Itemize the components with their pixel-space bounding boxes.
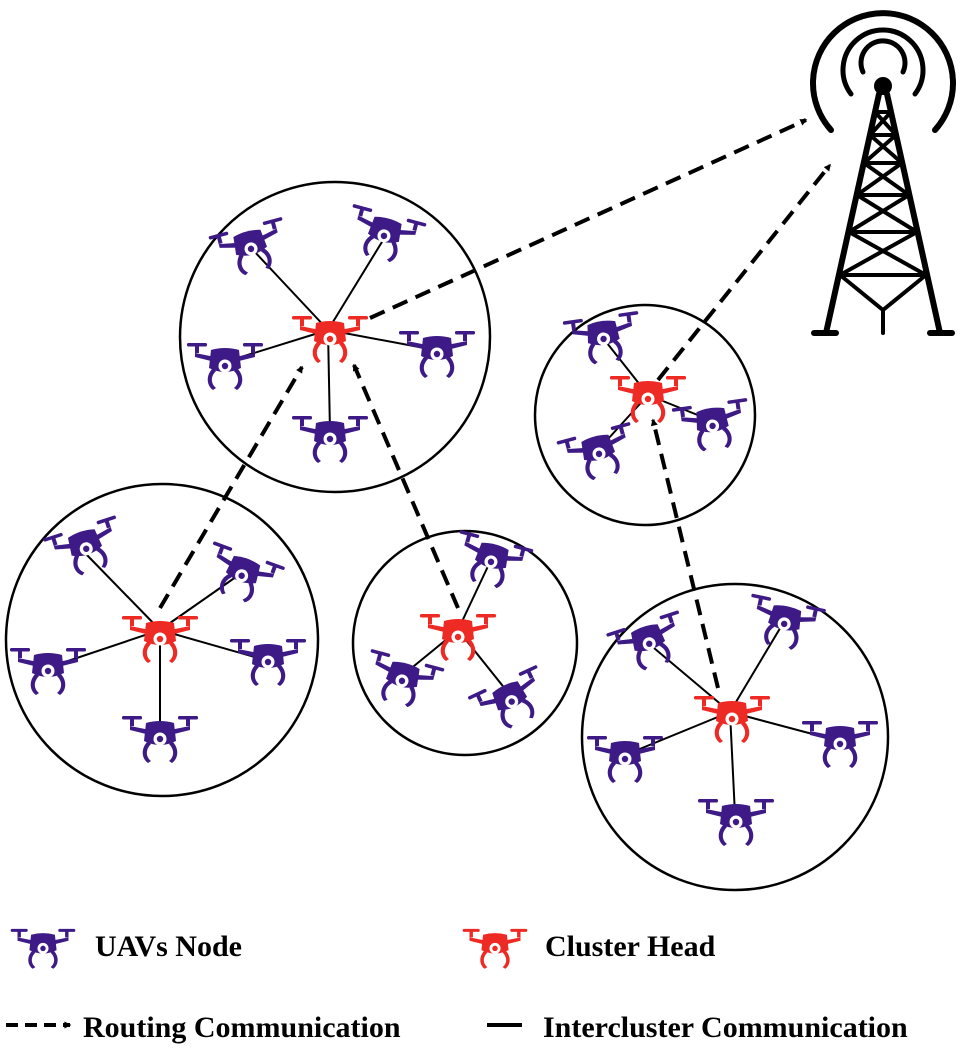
uav-node-icon <box>671 397 754 456</box>
uav-node-icon <box>230 639 306 686</box>
uav-node-icon <box>187 343 263 390</box>
uav-node-icon <box>122 716 198 763</box>
cell-tower-icon <box>810 10 956 336</box>
cluster-circle-top <box>178 180 492 494</box>
uav-node-legend-icon <box>10 928 76 969</box>
uav-node-icon <box>10 648 86 695</box>
uav-node-icon <box>208 216 294 282</box>
uav-node-icon <box>742 593 827 656</box>
legend-routing-label: Routing Communication <box>83 1011 401 1044</box>
uav-node-icon <box>341 203 427 269</box>
uav-node-icon <box>587 736 663 783</box>
cluster-circle-right-top <box>533 303 757 527</box>
uav-node-icon <box>802 721 878 768</box>
cluster-head-icon <box>292 316 368 363</box>
legend: UAVs Node Cluster Head Routing Communica… <box>6 928 908 1044</box>
cluster-circle-bottom-middle <box>351 529 579 757</box>
uav-node-icon <box>399 331 475 378</box>
cluster-circle-bottom-left <box>4 482 320 798</box>
uav-node-icon <box>698 799 774 846</box>
uav-node-icon <box>467 664 557 740</box>
legend-intercluster-label: Intercluster Communication <box>543 1011 908 1044</box>
uav-node-icon <box>556 421 642 487</box>
uav-node-icon <box>562 310 645 369</box>
cluster-circle-bottom-right <box>580 582 890 892</box>
uav-node-icon <box>197 541 286 612</box>
legend-uav-node-label: UAVs Node <box>95 930 242 963</box>
cluster-head-legend-icon <box>462 928 528 969</box>
cluster-head-icon <box>610 376 686 423</box>
uav-node-icon <box>605 610 693 679</box>
cluster-head-icon <box>420 614 496 661</box>
legend-cluster-head-label: Cluster Head <box>545 930 716 963</box>
uav-node-icon <box>292 416 368 463</box>
uav-node-icon <box>448 529 534 595</box>
